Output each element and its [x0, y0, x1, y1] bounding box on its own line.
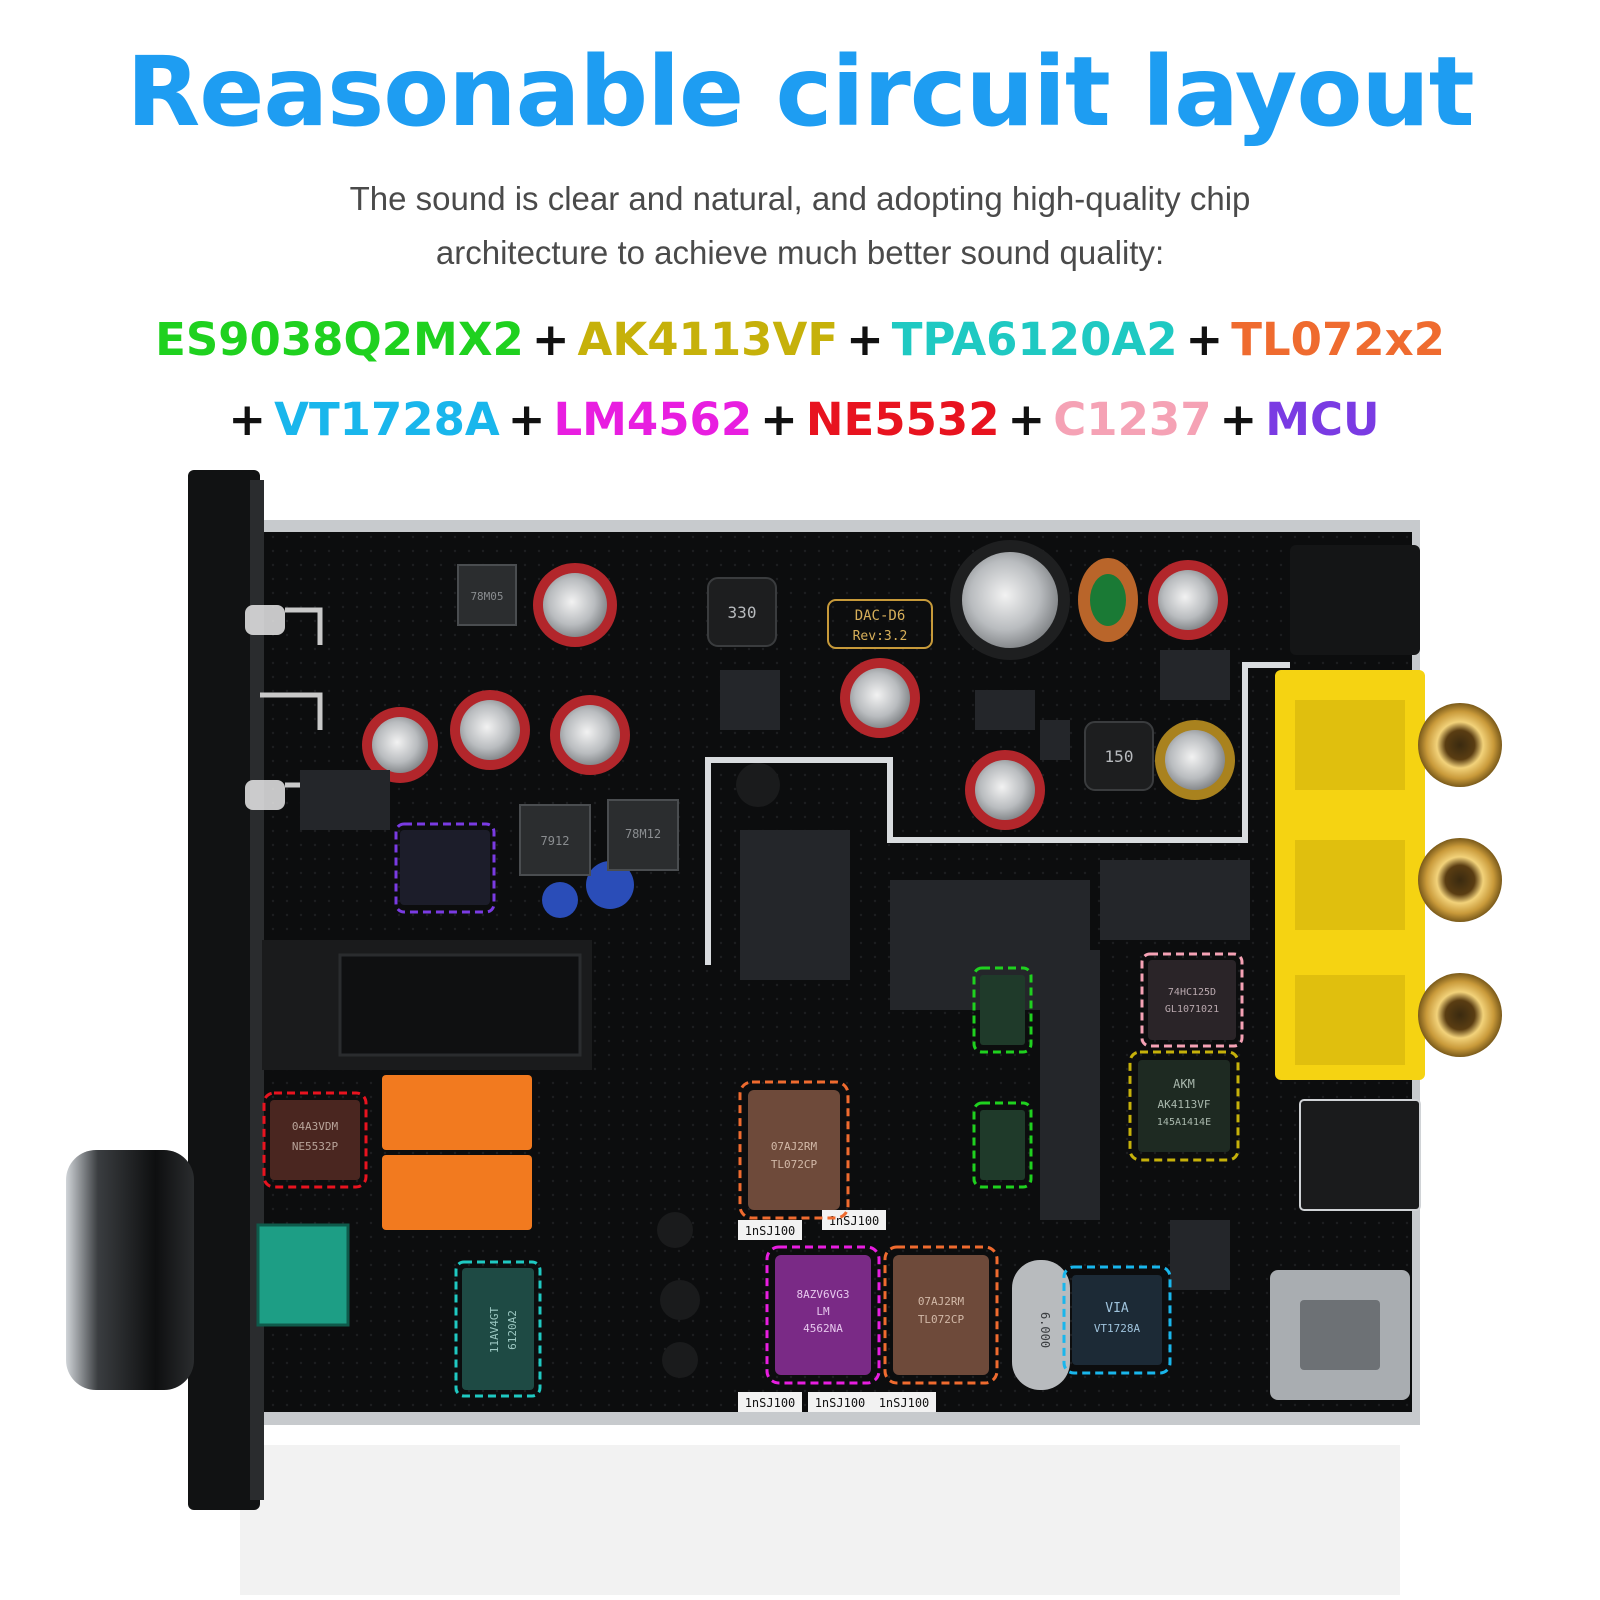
model-badge: [827, 599, 933, 649]
resistor-markings: 1nSJ100 1nSJ100 1nSJ100 1nSJ100 1nSJ100: [738, 1210, 936, 1412]
regulator-label-2: 7912: [541, 834, 570, 848]
relay-1: [382, 1075, 532, 1150]
volume-knob: [66, 1150, 194, 1390]
ne5532-line-1: 04A3VDM: [292, 1120, 339, 1133]
regulator-label-3: 78M12: [625, 827, 661, 841]
relay-2: [382, 1155, 532, 1230]
c1237-chip: 74HC125D GL1071021: [1140, 952, 1244, 1048]
chip-name-lm4562: LM4562: [553, 393, 753, 446]
resistor-label-3: 1nSJ100: [745, 1396, 796, 1410]
chip-name-tpa6120a2: TPA6120A2: [891, 313, 1178, 366]
ne5532-chip: 04A3VDM NE5532P: [262, 1091, 368, 1189]
switch-leads: [260, 692, 323, 730]
chip-list-row-1: ES9038Q2MX2+AK4113VF+TPA6120A2+TL072x2: [0, 310, 1600, 370]
chip-name-mcu: MCU: [1265, 393, 1380, 446]
lm4562-line-1: 8AZV6VG3: [797, 1288, 850, 1301]
plus-separator: +: [1007, 393, 1046, 446]
model-badge-rev: Rev:3.2: [853, 629, 908, 644]
optical-input: [1299, 1099, 1421, 1211]
electrolytic-capacitors: [362, 540, 1235, 1378]
c1237-line-2: GL1071021: [1165, 1004, 1219, 1015]
led-2: [245, 780, 285, 810]
ne5532-line-2: NE5532P: [292, 1140, 339, 1153]
headphone-jack-inner: [338, 953, 582, 1057]
plus-separator: +: [228, 393, 267, 446]
regulator-label-1: 78M05: [470, 590, 503, 603]
plus-separator: +: [531, 313, 570, 366]
inductor-150-label: 150: [1105, 747, 1134, 766]
chip-name-vt1728a: VT1728A: [274, 393, 500, 446]
usb-port-inner: [1300, 1300, 1380, 1370]
resistor-label-2: 1nSJ100: [829, 1214, 880, 1228]
lm4562-line-3: 4562NA: [803, 1322, 843, 1335]
tpa6120-chip: 11AV4GT 6120A2: [454, 1260, 542, 1398]
description-line-1: The sound is clear and natural, and adop…: [349, 180, 1251, 217]
c1237-line-1: 74HC125D: [1168, 987, 1216, 998]
dc-power-jack: [1290, 545, 1420, 655]
chip-name-ak4113vf: AK4113VF: [577, 313, 839, 366]
inductor-330-label: 330: [728, 603, 757, 622]
ak4113-line-2: AK4113VF: [1158, 1098, 1211, 1111]
resistor-label-5: 1nSJ100: [879, 1396, 930, 1410]
es9038-chip-1: [972, 966, 1033, 1054]
description: The sound is clear and natural, and adop…: [200, 172, 1400, 280]
ak4113-chip: AKM AK4113VF 145A1414E: [1128, 1050, 1240, 1162]
board-reflection: [240, 1445, 1400, 1595]
ak4113-line-3: 145A1414E: [1157, 1117, 1211, 1128]
lm4562-chip: 8AZV6VG3 LM 4562NA: [765, 1245, 881, 1385]
chip-name-tl072x2: TL072x2: [1231, 313, 1445, 366]
rca-output-block: [1275, 670, 1502, 1080]
inductor-330: [707, 577, 777, 647]
chip-list-row-2: +VT1728A+LM4562+NE5532+C1237+MCU: [0, 390, 1600, 450]
ak4113-line-1: AKM: [1173, 1077, 1195, 1091]
tl072-chip-right: 07AJ2RM TL072CP: [883, 1245, 999, 1385]
lm4562-line-2: LM: [816, 1305, 830, 1318]
resistor-label-1: 1nSJ100: [745, 1224, 796, 1238]
rca-switch: [256, 1223, 350, 1327]
plus-separator: +: [1219, 393, 1258, 446]
tl072-left-line-2: TL072CP: [771, 1158, 818, 1171]
circuit-board-photo: 78M05 7912 78M12 330 150 DAC-D6 Rev:3.2: [0, 460, 1600, 1600]
tpa6120-line-2: 6120A2: [506, 1310, 519, 1350]
vt1728-chip: VIA VT1728A: [1062, 1265, 1172, 1375]
crystal-oscillator: [1012, 1260, 1070, 1390]
vt1728-line-1: VIA: [1105, 1301, 1129, 1316]
voltage-regulators: 78M05 7912 78M12: [457, 564, 679, 876]
toroid-core: [1090, 574, 1126, 626]
tl072-chip-left: 07AJ2RM TL072CP: [738, 1080, 850, 1220]
led-1: [245, 605, 285, 635]
mcu-chip: [394, 822, 496, 914]
plus-separator: +: [846, 313, 884, 366]
model-badge-name: DAC-D6: [855, 608, 906, 624]
inductor-150: [1084, 721, 1154, 791]
crystal-label: 6.000: [1038, 1312, 1052, 1348]
tl072-left-line-1: 07AJ2RM: [771, 1140, 818, 1153]
chip-name-ne5532: NE5532: [805, 393, 1000, 446]
tl072-right-line-1: 07AJ2RM: [918, 1295, 965, 1308]
description-line-2: architecture to achieve much better soun…: [435, 234, 1165, 271]
page-title: Reasonable circuit layout: [126, 36, 1474, 148]
tpa6120-line-1: 11AV4GT: [488, 1306, 501, 1353]
chip-name-c1237: C1237: [1053, 393, 1212, 446]
plus-separator: +: [1185, 313, 1224, 366]
resistor-label-4: 1nSJ100: [815, 1396, 866, 1410]
tl072-right-line-2: TL072CP: [918, 1313, 965, 1326]
es9038-chip-2: [972, 1101, 1033, 1189]
chip-name-es9038q2mx2: ES9038Q2MX2: [155, 313, 524, 366]
plus-separator: +: [507, 393, 546, 446]
plus-separator: +: [760, 393, 798, 446]
power-trace: [705, 662, 1290, 965]
vt1728-line-2: VT1728A: [1094, 1322, 1141, 1335]
front-panel: [188, 470, 260, 1510]
led-1-leads: [285, 607, 323, 645]
